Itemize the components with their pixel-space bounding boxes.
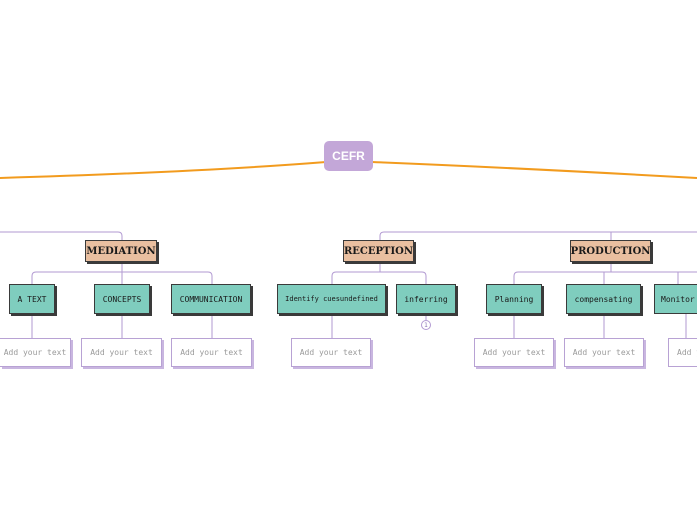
category-node-production[interactable]: PRODUCTION <box>570 240 651 262</box>
leaf-node-concepts[interactable]: CONCEPTS <box>94 284 150 314</box>
leaf-node-a-text[interactable]: A TEXT <box>9 284 55 314</box>
leaf-node-label: CONCEPTS <box>102 294 142 304</box>
note-node-placeholder: Add your text <box>90 348 153 357</box>
category-node-label: MEDIATION <box>86 245 156 257</box>
leaf-node-label: Monitor <box>661 294 695 304</box>
connector-mediation-children <box>31 262 213 284</box>
leaf-node-planning[interactable]: Planning <box>486 284 542 314</box>
category-node-label: PRODUCTION <box>570 245 651 257</box>
category-node-mediation[interactable]: MEDIATION <box>85 240 157 262</box>
note-node-placeholder: Add your text <box>482 348 546 357</box>
leaf-node-compensating[interactable]: compensating <box>566 284 641 314</box>
note-node-planning[interactable]: Add your text <box>474 338 554 367</box>
collapsed-children-badge[interactable]: 1 <box>421 320 431 330</box>
note-node-a-text[interactable]: Add your text <box>0 338 71 367</box>
note-node-placeholder: Add your text <box>677 348 697 357</box>
collapsed-count: 1 <box>424 321 428 329</box>
note-node-placeholder: Add your text <box>572 348 636 357</box>
category-node-label: RECEPTION <box>344 245 414 257</box>
connector-mediation-top <box>0 231 123 240</box>
note-node-communication[interactable]: Add your text <box>171 338 252 367</box>
leaf-node-label: COMMUNICATION <box>179 294 243 304</box>
leaf-node-monitor[interactable]: Monitor <box>654 284 697 314</box>
leaf-node-label: Planning <box>494 294 534 304</box>
note-node-identify-cues[interactable]: Add your text <box>291 338 371 367</box>
connector-reception-children <box>331 262 427 284</box>
root-node-cefr[interactable]: CEFR <box>324 141 373 171</box>
connector-production-children <box>513 262 697 284</box>
note-node-placeholder: Add your text <box>180 348 243 357</box>
leaf-node-communication[interactable]: COMMUNICATION <box>171 284 251 314</box>
leaf-node-label: inferring <box>404 294 448 304</box>
leaf-node-identify-cues[interactable]: Identify cuesundefined <box>277 284 386 314</box>
connector-reception-production-top <box>379 231 697 240</box>
connector-mediation-notes <box>31 314 213 338</box>
leaf-node-label: compensating <box>574 294 633 304</box>
leaf-node-label: Identify cuesundefined <box>285 295 378 303</box>
main-branch-left <box>0 161 327 179</box>
category-node-reception[interactable]: RECEPTION <box>343 240 414 262</box>
note-node-placeholder: Add your text <box>299 348 363 357</box>
leaf-node-label: A TEXT <box>17 294 47 304</box>
note-node-compensating[interactable]: Add your text <box>564 338 644 367</box>
note-node-placeholder: Add your text <box>3 348 67 357</box>
note-node-monitor[interactable]: Add your text <box>668 338 697 367</box>
root-node-label: CEFR <box>332 149 365 163</box>
main-branch-right <box>371 161 697 179</box>
note-node-concepts[interactable]: Add your text <box>81 338 162 367</box>
connector-production-notes <box>513 314 687 338</box>
connector-reception-notes <box>331 314 427 338</box>
leaf-node-inferring[interactable]: inferring <box>396 284 456 314</box>
